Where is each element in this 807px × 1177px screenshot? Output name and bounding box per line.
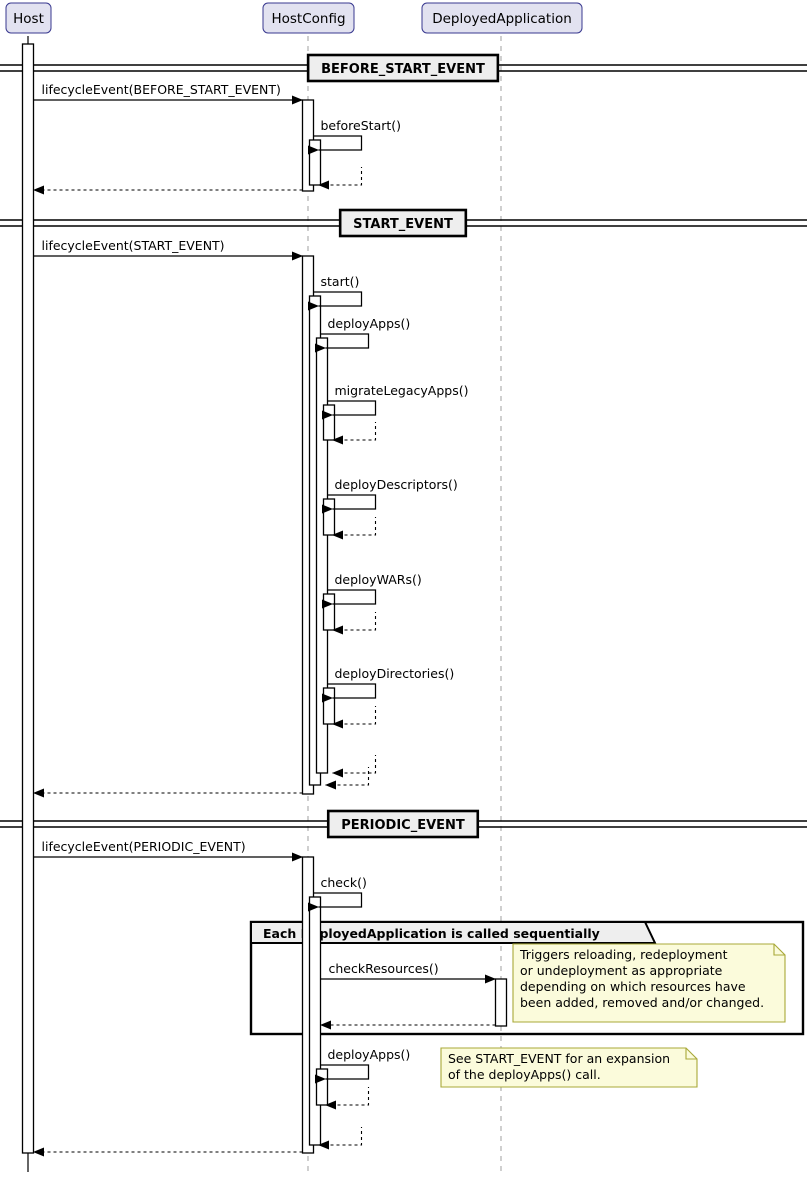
frame-loop-deployedapplication: Each DeployedApplication is called seque… [249,920,805,1036]
message-label-m8: deployDescriptors() [335,477,458,492]
message-label-m10: deployDirectories() [335,666,455,681]
participant-box [262,2,355,34]
note-line: Triggers reloading, redeployment [519,947,728,962]
activation-bar [494,978,508,1027]
self-message-m13 [308,892,363,912]
frame-label-tab [250,921,657,944]
activation-bar [322,593,336,631]
self-return-m7 [332,422,377,445]
activation-bar [322,498,336,536]
frame-label: Each DeployedApplication is called seque… [263,926,600,941]
note-line: depending on which resources have [520,979,746,994]
cascade-return [332,755,377,778]
activation-bar [21,43,35,1154]
dividers-layer: BEFORE_START_EVENT START_EVENT PERIODIC_EV… [0,53,807,839]
note-fold [685,1048,697,1060]
message-label-m13: check() [321,875,367,890]
participants-layer: Host HostConfig DeployedApplication [5,2,583,34]
message-label-m2: beforeStart() [321,118,402,133]
participant-deployedapp[interactable]: DeployedApplication [421,2,583,34]
self-message-m2 [308,135,363,155]
self-return-m9 [332,612,377,635]
message-label-m16: deployApps() [328,1047,411,1062]
self-message-m9 [322,589,377,609]
activation-bar [308,139,322,186]
cascade-return [325,767,370,790]
self-return-m2 [318,167,363,190]
participant-label: DeployedApplication [432,11,572,27]
self-message-m5 [308,291,363,311]
self-message-m8 [322,494,377,514]
activation-bar [322,687,336,725]
participant-box [5,2,52,34]
message-label-m12: lifecycleEvent(PERIODIC_EVENT) [42,839,246,854]
note-line: been added, removed and/or changed. [520,995,764,1010]
divider-box [306,53,500,83]
activation-bar [308,896,322,1146]
cascade-return [318,1127,363,1150]
cascade-return [325,1087,370,1110]
self-message-m6 [315,333,370,353]
lifelines-layer [27,36,502,1172]
self-message-m16 [315,1064,370,1084]
activation-bar [315,1068,329,1106]
divider-box [326,809,480,839]
note-line: See START_EVENT for an expansion [448,1051,670,1066]
participant-label: HostConfig [271,11,345,27]
message-label-m14: checkResources() [329,961,439,976]
note-body [440,1047,698,1088]
divider-before-start: BEFORE_START_EVENT [0,53,807,83]
note-fold [773,944,785,956]
message-label-m6: deployApps() [328,316,411,331]
note-line: of the deployApps() call. [448,1067,601,1082]
frames-layer: Each DeployedApplication is called seque… [249,920,805,1036]
participant-label: Host [13,11,44,27]
participant-hostconfig[interactable]: HostConfig [262,2,355,34]
message-label-m9: deployWARs() [335,572,422,587]
messages-layer: lifecycleEvent(BEFORE_START_EVENT)before… [33,82,496,1157]
self-message-m7 [322,400,377,420]
activation-bar [315,337,329,774]
participant-box [421,2,583,34]
self-return-m10 [332,706,377,729]
note-line: or undeployment as appropriate [520,963,723,978]
message-label-m5: start() [321,274,360,289]
divider-periodic: PERIODIC_EVENT [0,809,807,839]
divider-label: START_EVENT [353,217,453,232]
note-body [512,943,786,1023]
activation-bar [322,404,336,441]
divider-label: PERIODIC_EVENT [341,818,465,833]
divider-label: BEFORE_START_EVENT [321,62,485,77]
self-return-m8 [332,517,377,540]
message-label-m1: lifecycleEvent(BEFORE_START_EVENT) [42,82,281,97]
divider-start: START_EVENT [0,208,807,238]
message-label-m7: migrateLegacyApps() [335,383,469,398]
self-message-m10 [322,683,377,703]
participant-host[interactable]: Host [5,2,52,34]
message-label-m4: lifecycleEvent(START_EVENT) [42,238,225,253]
divider-box [338,208,468,238]
